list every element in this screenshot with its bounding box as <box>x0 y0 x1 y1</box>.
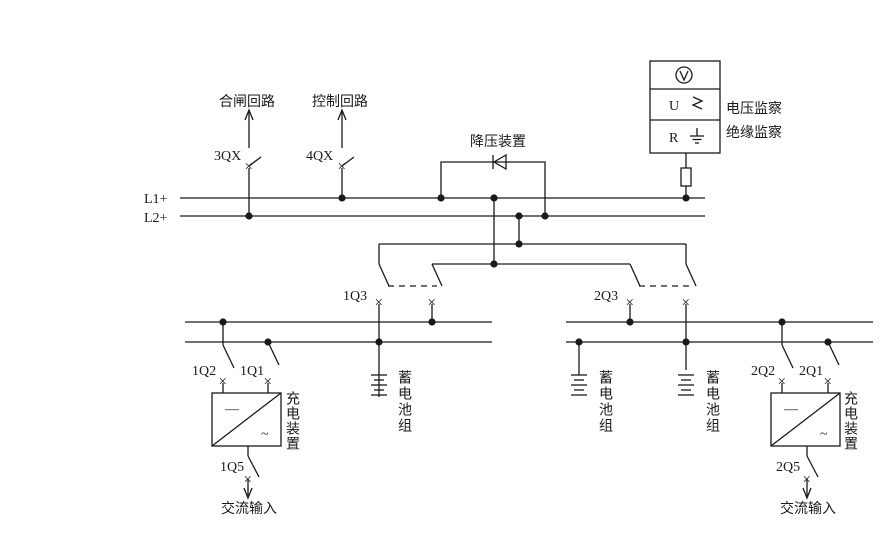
switch-1q2-label: 1Q2 <box>192 364 216 379</box>
switch-1q3-label: 1Q3 <box>343 289 367 304</box>
svg-text:×: × <box>626 295 634 311</box>
closing-circuit-feeder: × 3QX 合闸回路 <box>214 94 275 220</box>
svg-text:×: × <box>682 295 690 311</box>
battery-right-b <box>678 374 694 396</box>
control-circuit-feeder: × 4QX 控制回路 <box>306 94 368 202</box>
monitor-u-label: U <box>669 99 679 114</box>
ac-symbol-icon: ~ <box>261 427 269 442</box>
switch-2q2-label: 2Q2 <box>751 364 775 379</box>
svg-text:蓄电池组: 蓄电池组 <box>704 370 720 434</box>
svg-text:—: — <box>783 402 799 417</box>
ac-input-right-label: 交流输入 <box>780 500 836 517</box>
battery-group-label-2: 蓄电池组 <box>597 370 613 434</box>
svg-text:—: — <box>224 402 240 417</box>
battery-left-a <box>371 374 387 396</box>
switch-1q3: × × 1Q3 <box>343 244 443 397</box>
switch-2q5-label: 2Q5 <box>776 460 800 475</box>
svg-text:蓄电池组: 蓄电池组 <box>597 370 613 434</box>
switch-1q5-label: 1Q5 <box>220 460 244 475</box>
switch-1q1-label: 1Q1 <box>240 364 264 379</box>
charging-device-right-label: 充电装置 <box>842 391 858 451</box>
fuse-icon <box>680 167 692 187</box>
monitor-r-label: R <box>669 131 679 146</box>
insulation-monitor-label: 绝缘监察 <box>726 124 782 141</box>
charger-right-wiring: × × 2Q2 2Q1 <box>751 318 840 393</box>
charging-device-left-label: 充电装置 <box>284 391 300 451</box>
svg-text:×: × <box>219 374 227 390</box>
svg-text:蓄电池组: 蓄电池组 <box>396 370 412 434</box>
ground-icon <box>690 128 704 144</box>
svg-text:×: × <box>803 472 811 488</box>
closing-circuit-label: 合闸回路 <box>219 94 275 110</box>
svg-text:×: × <box>824 374 832 390</box>
svg-text:×: × <box>338 159 346 175</box>
switch-4qx-label: 4QX <box>306 149 333 164</box>
bus-l1-label: L1+ <box>144 192 168 207</box>
bus-tie-wiring <box>379 194 686 268</box>
step-down-device-label: 降压装置 <box>470 134 526 150</box>
switch-3qx-label: 3QX <box>214 149 241 164</box>
bus-l2-label: L2+ <box>144 211 168 226</box>
charger-left-wiring: × × 1Q2 1Q1 <box>192 318 280 393</box>
ac-input-left-label: 交流输入 <box>221 500 277 517</box>
svg-text:×: × <box>244 472 252 488</box>
svg-text:×: × <box>375 295 383 311</box>
voltage-sense-icon <box>691 96 704 110</box>
battery-right-a <box>571 342 587 396</box>
switch-2q1-label: 2Q1 <box>799 364 823 379</box>
voltage-monitor-label: 电压监察 <box>726 100 782 117</box>
diode-icon <box>492 153 507 171</box>
voltmeter-icon <box>675 66 693 84</box>
charger-right: — ~ × 2Q5 交流输入 充电装置 <box>770 391 858 517</box>
charger-left: — ~ × 1Q5 交流输入 充电装置 <box>211 391 300 517</box>
svg-text:×: × <box>245 159 253 175</box>
svg-text:×: × <box>428 295 436 311</box>
battery-group-label-1: 蓄电池组 <box>396 370 412 434</box>
ac-symbol-icon: ~ <box>820 427 828 442</box>
step-down-device: 降压装置 <box>437 134 549 220</box>
svg-text:×: × <box>778 374 786 390</box>
switch-2q3: × × 2Q3 <box>594 244 697 370</box>
monitor-unit: U R 电压监察 绝缘监察 <box>649 60 782 202</box>
switch-2q3-label: 2Q3 <box>594 289 618 304</box>
battery-group-label-3: 蓄电池组 <box>704 370 720 434</box>
svg-text:×: × <box>264 374 272 390</box>
control-circuit-label: 控制回路 <box>312 94 368 110</box>
